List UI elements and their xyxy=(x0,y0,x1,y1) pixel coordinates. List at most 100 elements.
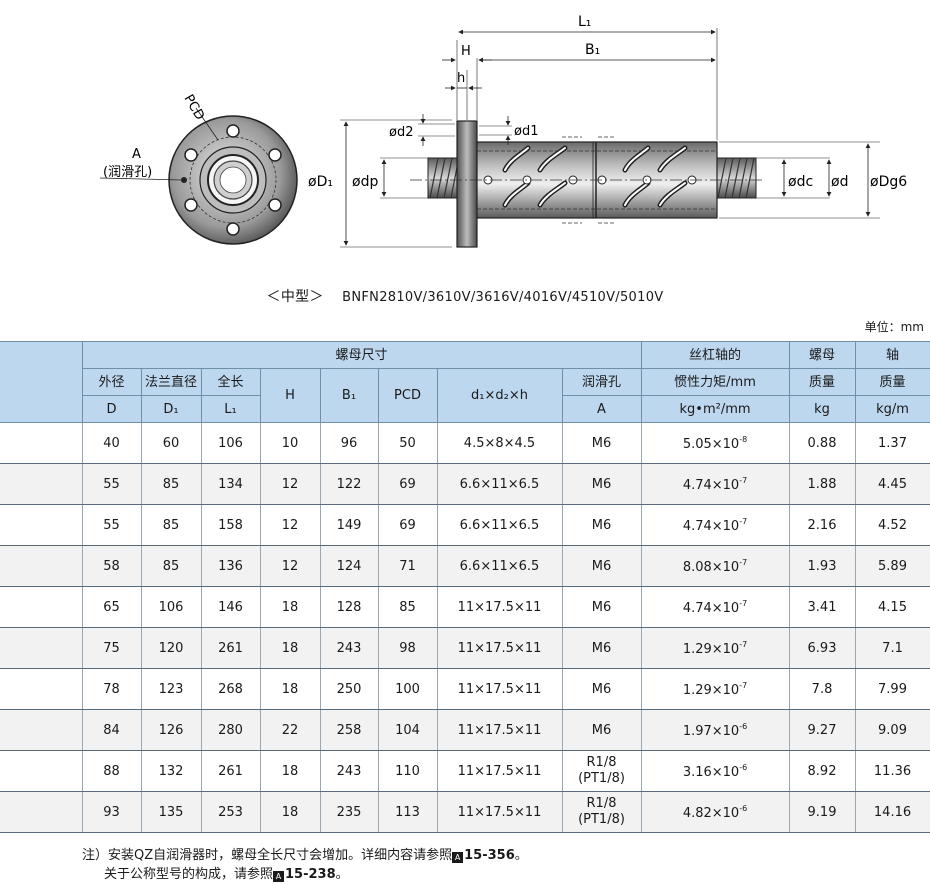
cell-D1: 123 xyxy=(140,668,202,710)
nut-mass-header-2: 质量 xyxy=(788,368,856,396)
table-row: 75 120 261 18 243 98 11×17.5×11 M6 1.29×… xyxy=(0,627,930,669)
cell-nut-mass: 9.19 xyxy=(788,791,856,833)
cell-D1: 60 xyxy=(140,422,202,464)
cell-shaft-mass: 5.89 xyxy=(854,545,930,587)
cell-A: M6 xyxy=(561,545,642,587)
end-view: PCD A (润滑孔) xyxy=(99,92,298,245)
cell-shaft-mass: 7.99 xyxy=(854,668,930,710)
cell-D: 40 xyxy=(81,422,142,464)
lube-hole-label: (润滑孔) xyxy=(103,165,152,180)
H-header: H xyxy=(259,368,321,423)
cell-shaft-mass: 4.45 xyxy=(854,463,930,505)
cell-PCD: 104 xyxy=(377,709,438,751)
page-ref-link[interactable]: 15-356 xyxy=(464,848,515,863)
h-upper-label: H xyxy=(461,44,471,59)
shaft-mass-header-1: 轴 xyxy=(854,341,930,369)
cell-D: 75 xyxy=(81,627,142,669)
table-row: 55 85 158 12 149 69 6.6×11×6.5 M6 4.74×1… xyxy=(0,504,930,546)
nut-mass-header-1: 螺母 xyxy=(788,341,856,369)
cell-nut-mass: 2.16 xyxy=(788,504,856,546)
cell-ddh: 11×17.5×11 xyxy=(436,627,563,669)
PCD-header: PCD xyxy=(377,368,438,423)
ddh-header: d₁×d₂×h xyxy=(436,368,563,423)
cell-D1: 106 xyxy=(140,586,202,628)
cell-inertia: 8.08×10-7 xyxy=(640,545,790,587)
cell-PCD: 100 xyxy=(377,668,438,710)
lube-header: 润滑孔 xyxy=(561,368,642,396)
cell-A: M6 xyxy=(561,627,642,669)
cell-L1: 136 xyxy=(200,545,261,587)
cell-L1: 146 xyxy=(200,586,261,628)
cell-D1: 120 xyxy=(140,627,202,669)
cell-shaft-mass: 7.1 xyxy=(854,627,930,669)
spec-table-body: 40 60 106 10 96 50 4.5×8×4.5 M6 5.05×10-… xyxy=(0,422,930,833)
cell-L1: 134 xyxy=(200,463,261,505)
cell-ddh: 6.6×11×6.5 xyxy=(436,545,563,587)
model-list: BNFN2810V/3610V/3616V/4016V/4510V/5010V xyxy=(342,290,664,305)
A-header: A xyxy=(561,395,642,423)
cell-shaft-mass: 14.16 xyxy=(854,791,930,833)
cell-inertia: 1.29×10-7 xyxy=(640,627,790,669)
blank-header xyxy=(0,341,83,423)
cell-L1: 158 xyxy=(200,504,261,546)
dc-label: ødc xyxy=(788,174,813,190)
cell-D: 55 xyxy=(81,463,142,505)
d2-label: ød2 xyxy=(389,125,413,140)
cell-B1: 250 xyxy=(319,668,379,710)
L1-header: L₁ xyxy=(200,395,261,423)
unit-label: 单位：mm xyxy=(864,320,924,334)
cell-PCD: 71 xyxy=(377,545,438,587)
cell-nut-mass: 0.88 xyxy=(788,422,856,464)
cell-inertia: 4.82×10-6 xyxy=(640,791,790,833)
cell-inertia: 5.05×10-8 xyxy=(640,422,790,464)
D1-label: øD₁ xyxy=(308,174,333,190)
cell-ddh: 4.5×8×4.5 xyxy=(436,422,563,464)
cell-L1: 106 xyxy=(200,422,261,464)
cell-inertia: 3.16×10-6 xyxy=(640,750,790,792)
cell-PCD: 85 xyxy=(377,586,438,628)
shaft-mass-header-2: 质量 xyxy=(854,368,930,396)
cell-inertia: 4.74×10-7 xyxy=(640,504,790,546)
table-row: 93 135 253 18 235 113 11×17.5×11 R1/8(PT… xyxy=(0,791,930,833)
cell-PCD: 110 xyxy=(377,750,438,792)
cell-D1: 132 xyxy=(140,750,202,792)
Dg6-label: øDg6 xyxy=(870,174,907,190)
table-row: 40 60 106 10 96 50 4.5×8×4.5 M6 5.05×10-… xyxy=(0,422,930,464)
cell-H: 18 xyxy=(259,750,321,792)
inertia-header-1: 丝杠轴的 xyxy=(640,341,790,369)
l1-label: L₁ xyxy=(578,14,591,30)
cell-nut-mass: 6.93 xyxy=(788,627,856,669)
cell-inertia: 4.74×10-7 xyxy=(640,586,790,628)
cell-D: 84 xyxy=(81,709,142,751)
cell-B1: 149 xyxy=(319,504,379,546)
inertia-header-2: 惯性力矩/mm xyxy=(640,368,790,396)
cell-D1: 126 xyxy=(140,709,202,751)
cell-L1: 280 xyxy=(200,709,261,751)
D-header: D xyxy=(81,395,142,423)
cell-shaft-mass: 4.15 xyxy=(854,586,930,628)
outer-dia-header: 外径 xyxy=(81,368,142,396)
cell-shaft-mass: 9.09 xyxy=(854,709,930,751)
page-ref-link[interactable]: 15-238 xyxy=(285,867,336,882)
cell-nut-mass: 9.27 xyxy=(788,709,856,751)
cell-nut-mass: 7.8 xyxy=(788,668,856,710)
cell-ddh: 11×17.5×11 xyxy=(436,668,563,710)
cell-ddh: 11×17.5×11 xyxy=(436,709,563,751)
cell-L1: 268 xyxy=(200,668,261,710)
cell-ddh: 11×17.5×11 xyxy=(436,586,563,628)
cell-A: M6 xyxy=(561,422,642,464)
spec-table: 螺母尺寸 丝杠轴的 螺母 轴 外径 法兰直径 全长 H B₁ PCD d₁×d₂… xyxy=(0,341,930,833)
cell-shaft-mass: 1.37 xyxy=(854,422,930,464)
dp-label: ødp xyxy=(352,174,378,190)
cell-D1: 85 xyxy=(140,504,202,546)
cell-B1: 243 xyxy=(319,627,379,669)
table-row: 55 85 134 12 122 69 6.6×11×6.5 M6 4.74×1… xyxy=(0,463,930,505)
B1-header: B₁ xyxy=(319,368,379,423)
nut-mass-unit-header: kg xyxy=(788,395,856,423)
cell-ddh: 6.6×11×6.5 xyxy=(436,504,563,546)
cell-PCD: 113 xyxy=(377,791,438,833)
cell-B1: 96 xyxy=(319,422,379,464)
cell-A: M6 xyxy=(561,463,642,505)
cell-D: 58 xyxy=(81,545,142,587)
